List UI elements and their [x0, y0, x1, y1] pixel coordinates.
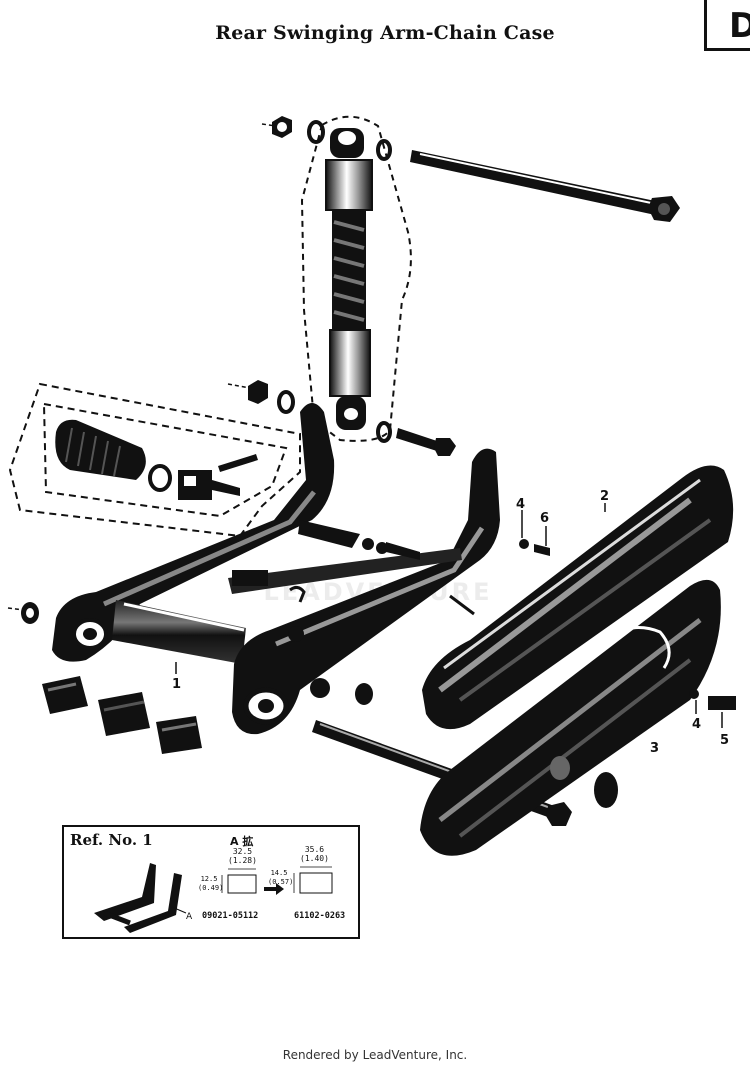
- footer-credit: Rendered by LeadVenture, Inc.: [282, 1048, 468, 1062]
- chain-case-screws: [519, 510, 736, 728]
- svg-text:A: A: [186, 912, 193, 922]
- ref-inset: Ref. No. 1 A 拡 A 32.5 (1.28) 12.5 (0.49)…: [62, 825, 360, 939]
- dim-1-side: 12.5 (0.49): [198, 875, 224, 892]
- lower-shock-bolt: [227, 380, 456, 456]
- page-title: Rear Swinging Arm-Chain Case: [215, 22, 555, 44]
- view-label: A 拡: [230, 835, 254, 848]
- callout-labels: 1 2 3 4 4 5 6: [172, 489, 729, 756]
- chain-case-upper: [422, 465, 734, 730]
- part-number-old: 09021-05112: [202, 911, 259, 921]
- callout-6: 6: [540, 511, 549, 526]
- chain-case-lower: [420, 579, 721, 856]
- inset-drawing: A: [94, 863, 333, 933]
- shock-absorber: [300, 115, 412, 442]
- dim-2-top: 35.6 (1.40): [300, 845, 329, 863]
- callout-4b: 4: [692, 717, 701, 732]
- callout-2: 2: [600, 489, 609, 504]
- section-letter: D: [729, 6, 750, 46]
- upper-shock-bolt: [261, 116, 680, 222]
- callout-1: 1: [172, 677, 181, 692]
- section-tab: D: [704, 0, 750, 51]
- pivot-bushings: [42, 676, 202, 754]
- part-number-new: 61102-0263: [294, 911, 346, 921]
- ref-label: Ref. No. 1: [70, 831, 153, 849]
- callout-3: 3: [650, 741, 659, 756]
- pivot-washer: [7, 602, 39, 624]
- swing-arm: [52, 403, 500, 735]
- footrest-assembly: [8, 382, 301, 538]
- callout-4a: 4: [516, 497, 525, 512]
- dim-1-top: 32.5 (1.28): [228, 847, 257, 865]
- dim-2-side: 14.5 (0.57): [268, 869, 294, 886]
- callout-5: 5: [720, 733, 729, 748]
